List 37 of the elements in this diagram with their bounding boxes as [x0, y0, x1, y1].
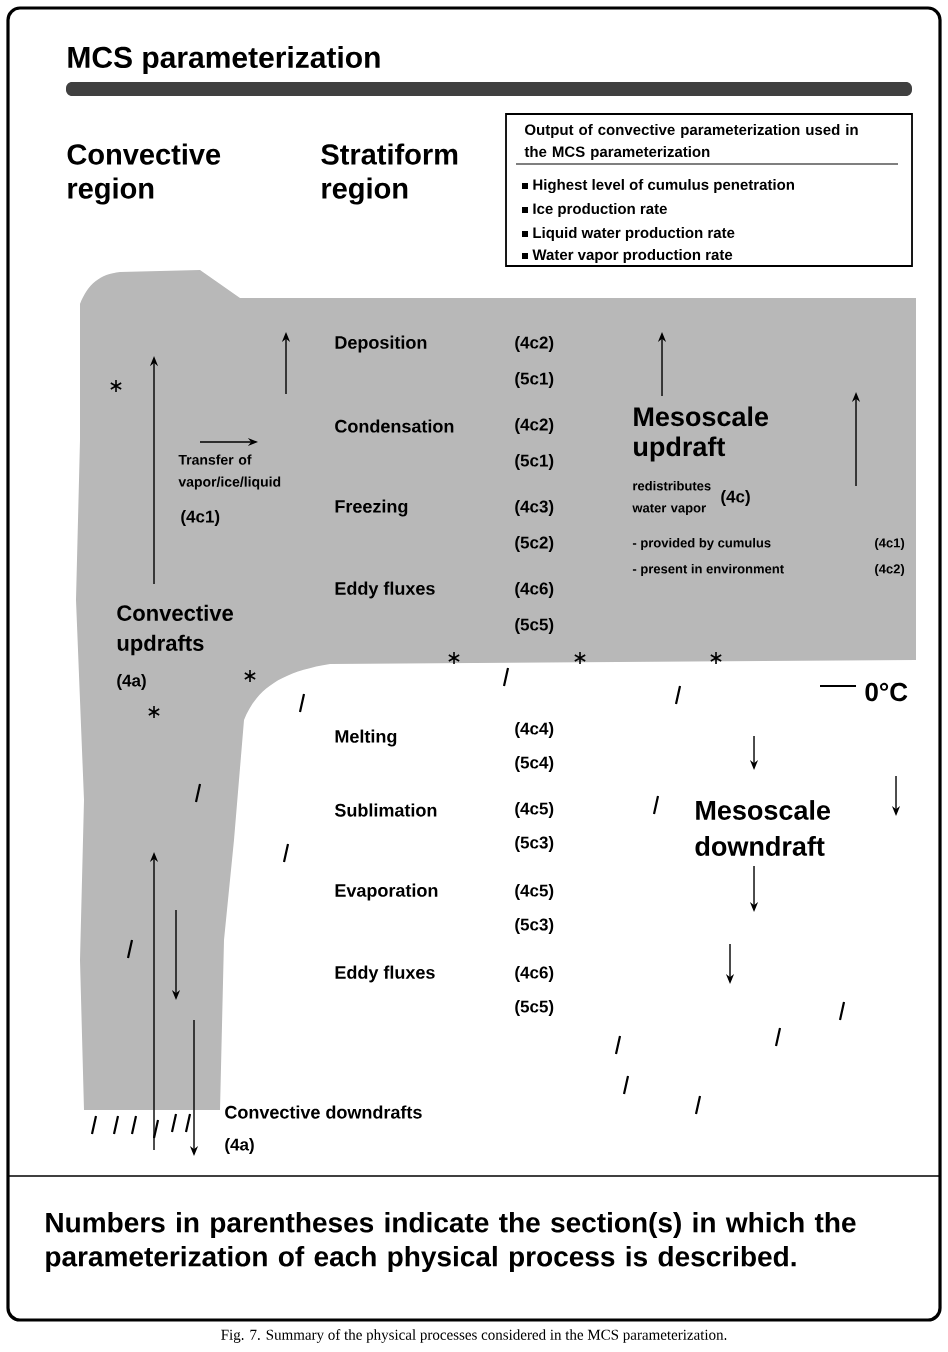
section-number: (4c5) — [515, 884, 554, 900]
region-heading: Convective region — [67, 143, 221, 205]
section-number: (5c1) — [515, 454, 554, 470]
section-number: (4a) — [117, 674, 146, 690]
section-number: (4c6) — [515, 582, 554, 598]
region-label: Convective downdrafts — [225, 1105, 422, 1119]
section-number: (4c2) — [515, 418, 554, 434]
section-number: (5c2) — [515, 536, 554, 552]
process-label: Deposition — [335, 335, 427, 353]
region-label: Convective updrafts — [117, 604, 233, 656]
process-label: Evaporation — [335, 883, 438, 901]
section-number: (5c3) — [515, 836, 554, 852]
process-label: Freezing — [335, 499, 408, 517]
section-number: (4c) — [721, 490, 750, 506]
region-heading: Stratiform region — [321, 143, 458, 205]
section-number: (4c5) — [515, 802, 554, 818]
note-text: Numbers in parentheses indicate the section(s) in which the parameterization of each physical process is described. — [46, 1211, 856, 1273]
section-number: (5c5) — [515, 618, 554, 634]
process-label: Eddy fluxes — [335, 965, 435, 983]
temperature-label: 0°C — [865, 682, 908, 702]
section-number: (5c3) — [515, 918, 554, 934]
region-label: Mesoscale downdraft — [695, 800, 831, 856]
process-label: Eddy fluxes — [335, 581, 435, 599]
section-number: (4c3) — [515, 500, 554, 516]
section-number: (5c1) — [515, 372, 554, 388]
section-number: (4a) — [225, 1138, 254, 1154]
process-label: Melting — [335, 729, 397, 747]
section-number: (5c5) — [515, 1000, 554, 1016]
section-number: (4c4) — [515, 722, 554, 738]
section-number: (4c6) — [515, 966, 554, 982]
region-label: Mesoscale updraft — [634, 406, 769, 462]
process-label: Sublimation — [334, 803, 437, 817]
section-number: (4c2) — [515, 336, 554, 352]
title: MCS parameterization — [68, 46, 380, 74]
section-number: (5c4) — [515, 756, 554, 772]
process-label: Condensation — [335, 419, 454, 433]
section-number: (4c1) — [181, 510, 220, 526]
